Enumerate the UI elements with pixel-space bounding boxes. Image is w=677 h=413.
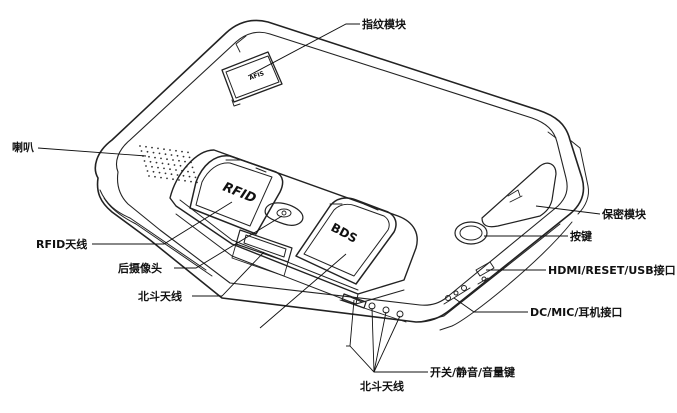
speaker-grille-dot bbox=[176, 174, 179, 176]
speaker-grille-dot bbox=[157, 166, 159, 169]
camera-connector bbox=[231, 229, 293, 277]
label-beidou-antenna-upper: 北斗天线 bbox=[138, 289, 182, 303]
speaker-grille-dot bbox=[172, 178, 174, 181]
secure-module-cover bbox=[481, 162, 557, 228]
label-rfid-antenna: RFID天线 bbox=[36, 237, 87, 251]
speaker-grille-dot bbox=[170, 154, 173, 156]
speaker-grille-dot bbox=[179, 164, 182, 167]
speaker-grille-dot bbox=[184, 160, 186, 163]
rear-camera bbox=[264, 202, 304, 226]
speaker-grille-dot bbox=[182, 155, 185, 158]
label-power-mute-volume: 开关/静音/音量键 bbox=[430, 365, 516, 379]
side-ports-lower bbox=[443, 285, 471, 305]
speaker-grille-dot bbox=[188, 175, 191, 178]
speaker-grille-dot bbox=[190, 180, 192, 183]
speaker-grille-dot bbox=[149, 160, 152, 163]
speaker-grille-dot bbox=[164, 172, 167, 175]
bds-plate-mark: BDS bbox=[329, 220, 360, 245]
speaker-grille-dot bbox=[154, 156, 156, 159]
speaker-grille-dot bbox=[151, 146, 153, 149]
speaker-grille-dot bbox=[184, 179, 186, 182]
label-rear-camera: 后摄像头 bbox=[118, 261, 162, 275]
speaker-grille-dot bbox=[178, 159, 180, 162]
key-button bbox=[454, 221, 488, 245]
speaker-grille-dot bbox=[173, 164, 176, 166]
speaker-grille-dot bbox=[187, 170, 189, 173]
speaker-grille-dot bbox=[158, 152, 161, 155]
side-ports-upper bbox=[475, 261, 495, 285]
speaker-grille-dot bbox=[160, 157, 162, 160]
speaker-grille-dot bbox=[154, 175, 156, 178]
speaker-grille-dot bbox=[163, 148, 165, 151]
speaker-grille-dot bbox=[170, 173, 173, 176]
speaker-grille-dot bbox=[146, 150, 149, 153]
speaker-grille-dot bbox=[164, 153, 167, 156]
speaker-grille-dot bbox=[157, 147, 159, 150]
speaker-grille-dot bbox=[175, 149, 177, 152]
speaker-grille-dot bbox=[155, 161, 158, 164]
speaker-grille-dot bbox=[145, 145, 147, 148]
speaker-grille-dot bbox=[148, 155, 150, 158]
speaker-grille-dot bbox=[182, 174, 185, 177]
label-secure-module: 保密模块 bbox=[601, 207, 647, 221]
label-key-button: 按键 bbox=[570, 229, 593, 243]
module-bay bbox=[169, 149, 418, 305]
rfid-plate-mark: RFID bbox=[221, 180, 259, 207]
speaker-grille-dot bbox=[145, 165, 147, 167]
speaker-grille-dot bbox=[152, 151, 155, 154]
speaker-grille-dot bbox=[175, 169, 177, 171]
fingerprint-module: AFIS bbox=[221, 51, 283, 107]
speaker-grille-dot bbox=[166, 177, 168, 180]
speaker-grille-dot bbox=[140, 150, 143, 152]
speaker-grille-dot bbox=[188, 156, 191, 159]
label-dc-mic-earphone: DC/MIC/耳机接口 bbox=[530, 305, 622, 319]
speaker-grille-dot bbox=[151, 165, 153, 168]
label-fingerprint-module: 指纹模块 bbox=[362, 17, 407, 31]
callout-lines bbox=[37, 23, 601, 373]
speaker-grille-dot bbox=[169, 149, 171, 151]
speaker-grille-dot bbox=[161, 162, 164, 165]
speaker-grille-dot bbox=[143, 160, 146, 162]
fingerprint-plate-mark: AFIS bbox=[248, 70, 265, 82]
speaker-grille-dot bbox=[146, 170, 149, 172]
speaker-grille-dot bbox=[176, 154, 179, 157]
speaker-grille-dot bbox=[139, 145, 141, 147]
speaker-grille-dot bbox=[181, 150, 183, 153]
speaker-grille bbox=[139, 145, 198, 184]
speaker-grille-dot bbox=[194, 176, 197, 179]
speaker-grille-dot bbox=[163, 167, 165, 170]
rfid-plate: RFID bbox=[189, 155, 284, 235]
label-beidou-antenna-lower: 北斗天线 bbox=[360, 379, 404, 393]
speaker-grille-dot bbox=[148, 175, 150, 177]
speaker-grille-dot bbox=[167, 163, 170, 166]
speaker-grille-dot bbox=[166, 158, 168, 161]
speaker-grille-dot bbox=[193, 171, 195, 174]
label-speaker: 喇叭 bbox=[12, 140, 34, 154]
speaker-grille-dot bbox=[172, 159, 174, 161]
labels: 指纹模块 喇叭 RFID天线 后摄像头 北斗天线 北斗天线 保密模块 按键 HD… bbox=[12, 17, 676, 393]
speaker-grille-dot bbox=[178, 179, 180, 181]
speaker-grille-dot bbox=[187, 151, 189, 154]
side-buttons bbox=[339, 293, 407, 323]
speaker-grille-dot bbox=[160, 176, 162, 179]
speaker-grille-dot bbox=[191, 166, 194, 169]
label-hdmi-reset-usb: HDMI/RESET/USB接口 bbox=[548, 263, 676, 277]
speaker-grille-dot bbox=[152, 170, 155, 173]
speaker-grille-dot bbox=[158, 171, 161, 174]
speaker-grille-dot bbox=[169, 168, 171, 171]
